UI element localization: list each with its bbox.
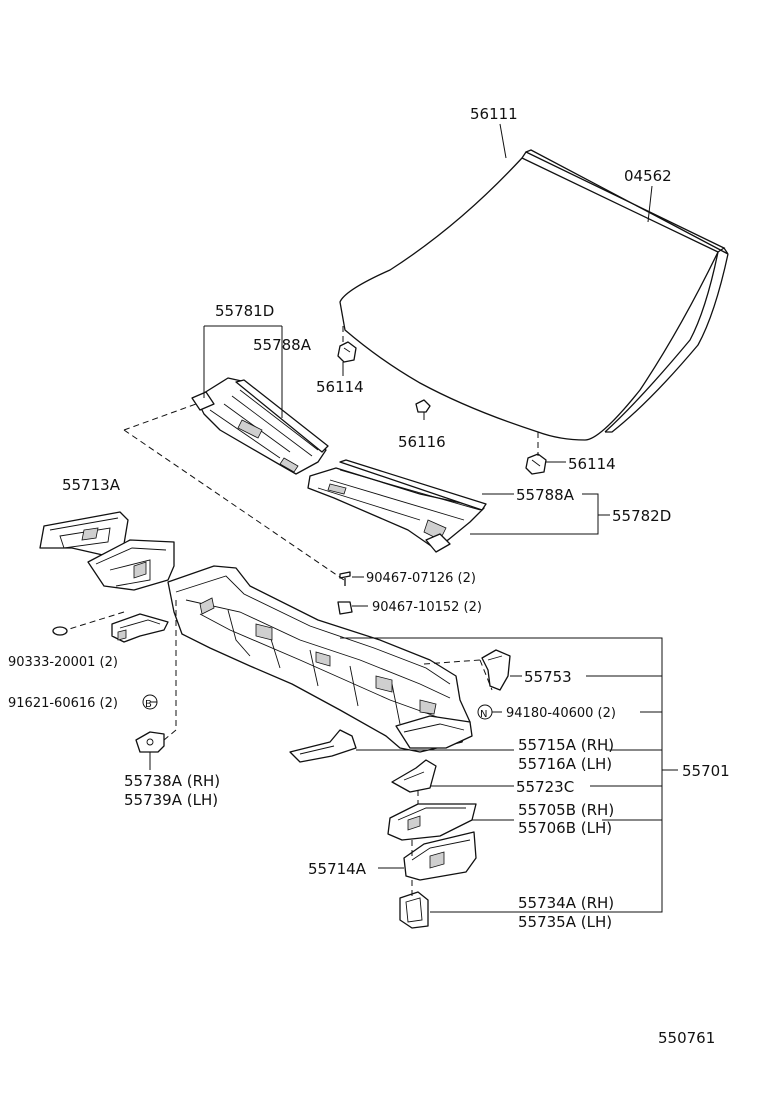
label-55739a: 55739A (LH) [124,791,218,809]
label-55716a: 55716A (LH) [518,755,612,773]
windshield-glass [339,157,719,441]
label-55782d: 55782D [612,507,671,525]
cowl-louver-left [191,377,329,475]
dashed-lines [65,326,539,896]
bracket-55753 [481,649,511,691]
cowl-louver-right [307,459,487,553]
cowl-panel-main [167,565,473,753]
side-panel-55713a [39,511,175,591]
label-55713a: 55713A [62,476,121,494]
label-55781d: 55781D [215,302,274,320]
label-56116: 56116 [398,433,446,451]
label-55701: 55701 [682,762,730,780]
label-04562: 04562 [624,167,672,185]
panel-55734a [399,891,429,929]
labels: 56111 04562 55781D 55788A 56114 56116 56… [8,105,730,1047]
bracket-55723c [391,759,437,793]
label-55753: 55753 [524,668,572,686]
drawing-number: 550761 [658,1029,715,1047]
label-55788a-right: 55788A [516,486,575,504]
bracket-90333 [111,613,169,643]
label-55734a: 55734A (RH) [518,894,614,912]
symbol-n: N [480,709,487,720]
label-90467-07126: 90467-07126 (2) [366,571,476,586]
panel-55705b [387,803,477,841]
label-55706b: 55706B (LH) [518,819,612,837]
clip-56116 [415,399,431,413]
clip-90467-10152 [337,601,353,615]
label-94180-40600: 94180-40600 (2) [506,706,616,721]
label-56114-bottom: 56114 [568,455,616,473]
label-56111: 56111 [470,105,518,123]
grommet-90333 [52,626,68,636]
panel-55714a [403,831,477,881]
bolt-90467-07126 [339,571,351,586]
windshield-molding [521,149,729,433]
symbol-n-circle: N [477,704,493,720]
label-55788a-top: 55788A [253,336,312,354]
label-55714a: 55714A [308,860,367,878]
bracket-55715a [289,729,357,763]
bracket-55738a [135,731,165,753]
label-55723c: 55723C [516,778,574,796]
label-56114-top: 56114 [316,378,364,396]
label-90333-20001: 90333-20001 (2) [8,655,118,670]
label-55735a: 55735A (LH) [518,913,612,931]
label-55715a: 55715A (RH) [518,736,614,754]
leader-lines [149,123,678,913]
clip-56114-top [337,341,357,363]
label-90467-10152: 90467-10152 (2) [372,600,482,615]
label-91621-60616: 91621-60616 (2) [8,696,118,711]
label-55705b: 55705B (RH) [518,801,614,819]
symbol-b: B [145,699,152,710]
label-55738a: 55738A (RH) [124,772,220,790]
clip-56114-bottom [525,453,547,475]
